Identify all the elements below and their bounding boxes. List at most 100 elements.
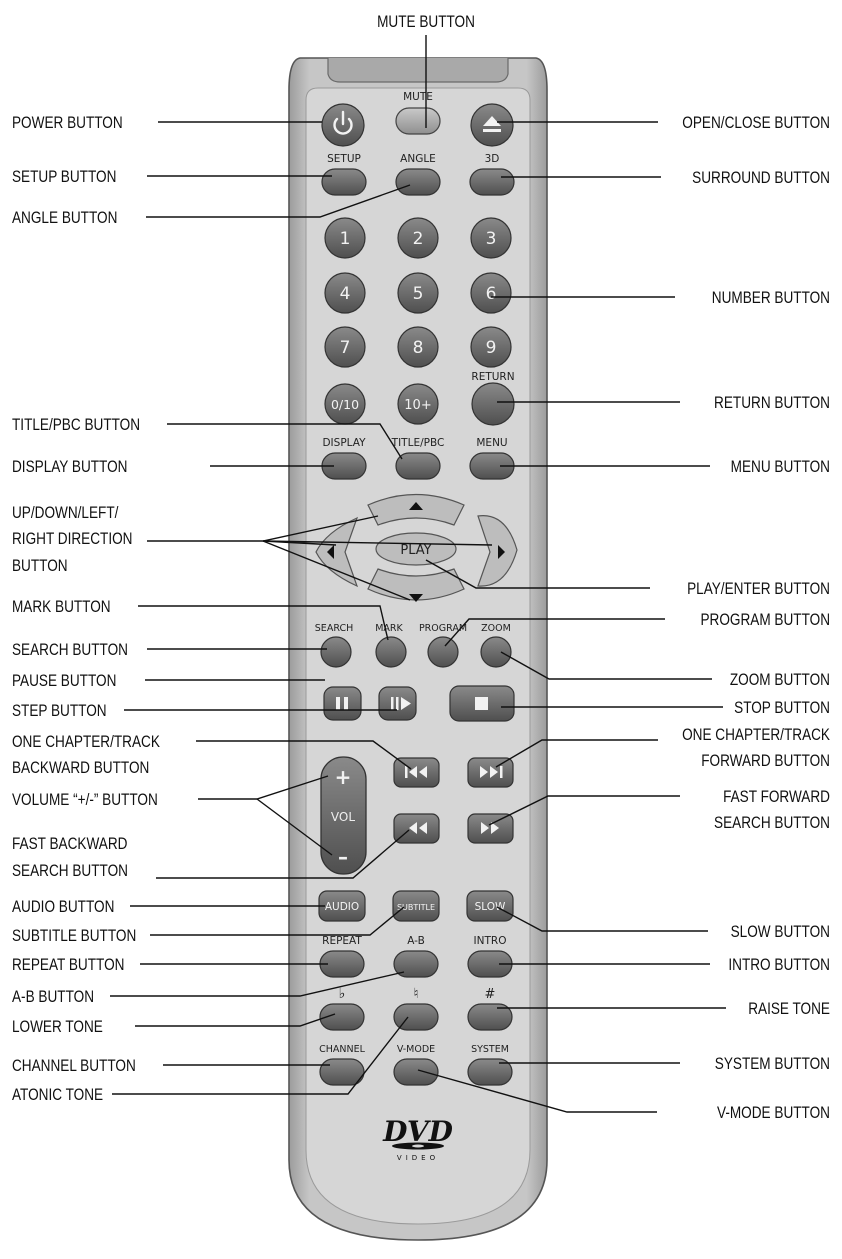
callout-setup: SETUP BUTTON [12, 168, 116, 187]
number-key[interactable]: 6 [470, 272, 512, 314]
down-arrow-icon [409, 594, 423, 602]
audio-button[interactable]: AUDIO [318, 890, 366, 922]
callout-direction-line1: UP/DOWN/LEFT/ [12, 504, 119, 523]
prev-chapter-icon [405, 766, 427, 778]
surround-3d-button[interactable] [469, 168, 515, 196]
callout-subtitle: SUBTITLE BUTTON [12, 927, 136, 946]
slow-button[interactable]: SLOW [466, 890, 514, 922]
number-key-label: 5 [413, 284, 424, 304]
callout-fast-back-line2: SEARCH BUTTON [12, 862, 128, 881]
number-key[interactable]: 0/10 [324, 383, 366, 425]
return-label: RETURN [471, 371, 514, 383]
callout-menu: MENU BUTTON [731, 458, 830, 477]
power-icon [333, 110, 353, 135]
title-pbc-button[interactable] [395, 452, 441, 480]
callout-chapter-fwd-line1: ONE CHAPTER/TRACK [682, 726, 831, 745]
zoom-button[interactable] [480, 636, 512, 668]
step-button[interactable] [378, 686, 417, 721]
lower-tone-button[interactable] [319, 1003, 365, 1031]
power-button[interactable] [321, 103, 365, 147]
play-enter-button[interactable] [375, 532, 457, 566]
repeat-label: REPEAT [322, 935, 362, 947]
system-button[interactable] [467, 1058, 513, 1086]
channel-button[interactable] [319, 1058, 365, 1086]
v-mode-label: V-MODE [397, 1044, 435, 1055]
number-key[interactable]: 2 [397, 217, 439, 259]
prev-chapter-button[interactable] [393, 757, 440, 788]
volume-label: VOL [331, 810, 355, 824]
number-key-label: 1 [340, 229, 351, 249]
atonic-tone-button[interactable] [393, 1003, 439, 1031]
callout-pause: PAUSE BUTTON [12, 672, 116, 691]
mark-button[interactable] [375, 636, 407, 668]
callout-volume: VOLUME “+/-” BUTTON [12, 791, 158, 810]
number-key[interactable]: 5 [397, 272, 439, 314]
callout-chapter-fwd-line2: FORWARD BUTTON [701, 752, 830, 771]
number-key-label: 0/10 [331, 397, 359, 412]
dvd-video-logo: DVD VIDEO [382, 1115, 454, 1162]
flat-symbol: ♭ [339, 986, 346, 1002]
3d-label: 3D [485, 153, 500, 165]
number-key-label: 7 [340, 338, 351, 358]
program-button[interactable] [427, 636, 459, 668]
program-label: PROGRAM [419, 623, 467, 634]
volume-plus-label[interactable]: + [335, 765, 352, 789]
number-key[interactable]: 4 [324, 272, 366, 314]
number-pad: 1 2 3 4 5 6 7 8 9 0/10 10+ [324, 217, 512, 425]
callout-fast-forward-line2: SEARCH BUTTON [714, 814, 830, 833]
a-b-button[interactable] [393, 950, 439, 978]
raise-tone-button[interactable] [467, 1003, 513, 1031]
callout-fast-forward-line1: FAST FORWARD [723, 788, 830, 807]
callout-open-close: OPEN/CLOSE BUTTON [682, 114, 830, 133]
number-key[interactable]: 1 [324, 217, 366, 259]
pause-button[interactable] [323, 686, 362, 721]
search-label: SEARCH [315, 623, 353, 634]
mute-label: MUTE [403, 91, 433, 103]
ir-window [327, 58, 509, 83]
callout-direction-line3: BUTTON [12, 557, 68, 576]
callout-stop: STOP BUTTON [734, 699, 830, 718]
open-close-button[interactable] [470, 103, 514, 147]
rewind-icon [409, 822, 427, 834]
display-label: DISPLAY [322, 437, 366, 449]
subtitle-button[interactable]: SUBTITLE [392, 890, 440, 922]
angle-button[interactable] [395, 168, 441, 196]
play-label: PLAY [400, 543, 431, 558]
callout-chapter-back-line1: ONE CHAPTER/TRACK [12, 733, 161, 752]
number-key-label: 10+ [404, 398, 431, 413]
number-key[interactable]: 7 [324, 326, 366, 368]
number-key[interactable]: 9 [470, 326, 512, 368]
callout-audio: AUDIO BUTTON [12, 898, 114, 917]
volume-minus-label[interactable]: – [338, 845, 348, 869]
callout-mute: MUTE BUTTON [377, 13, 475, 32]
callout-surround: SURROUND BUTTON [692, 169, 830, 188]
callout-angle: ANGLE BUTTON [12, 209, 117, 228]
right-button[interactable] [477, 515, 518, 587]
number-key[interactable]: 3 [470, 217, 512, 259]
navigation-cluster: PLAY [315, 493, 518, 602]
number-key[interactable]: 8 [397, 326, 439, 368]
stop-button[interactable] [449, 685, 515, 722]
left-button[interactable] [315, 516, 359, 588]
search-button[interactable] [320, 636, 352, 668]
channel-label: CHANNEL [319, 1044, 365, 1055]
setup-button[interactable] [321, 168, 367, 196]
callout-mark: MARK BUTTON [12, 598, 111, 617]
title-pbc-label: TITLE/PBC [391, 437, 445, 449]
slow-label: SLOW [475, 901, 506, 913]
callout-system: SYSTEM BUTTON [715, 1055, 830, 1074]
v-mode-button[interactable] [393, 1058, 439, 1086]
callout-display: DISPLAY BUTTON [12, 458, 127, 477]
next-chapter-button[interactable] [467, 757, 514, 788]
number-key[interactable]: 10+ [397, 383, 439, 425]
number-key-label: 8 [413, 338, 424, 358]
subtitle-label: SUBTITLE [397, 903, 435, 912]
sharp-symbol: # [485, 987, 496, 1002]
mute-button[interactable] [395, 107, 441, 135]
system-label: SYSTEM [471, 1044, 509, 1055]
right-arrow-icon [498, 545, 505, 559]
fast-forward-icon [481, 822, 499, 834]
return-button[interactable] [471, 382, 515, 426]
fast-forward-button[interactable] [467, 813, 514, 844]
rewind-button[interactable] [393, 813, 440, 844]
